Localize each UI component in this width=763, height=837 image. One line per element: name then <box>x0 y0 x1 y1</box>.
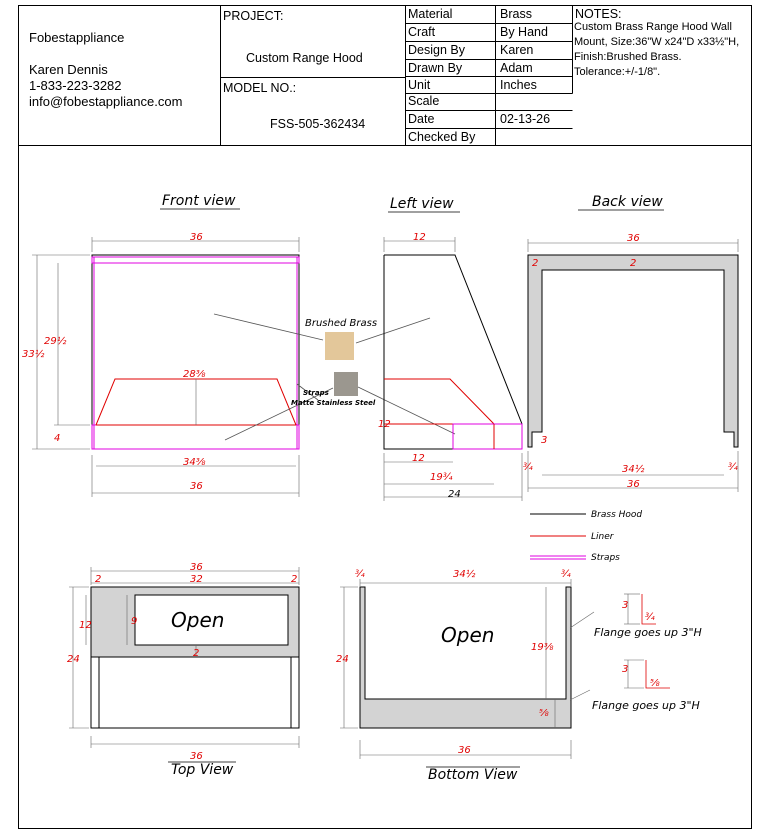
model-label: MODEL NO.: <box>223 81 297 95</box>
dim-back-wall-top: 2 <box>630 258 636 269</box>
spec-label-craft: Craft <box>408 25 436 39</box>
dim-top-back: 2 <box>193 648 199 659</box>
spec-label-drawn: Drawn By <box>408 61 463 75</box>
spec-label-scale: Scale <box>408 94 440 108</box>
spec-value-design: Karen <box>500 43 534 57</box>
dim-top-width: 36 <box>190 562 203 573</box>
front-view-title: Front view <box>162 193 236 209</box>
notes-line-1: Custom Brass Range Hood Wall <box>574 21 732 33</box>
dim-left-strap: 12 <box>378 419 391 430</box>
dim-top-side-l: 2 <box>95 574 101 585</box>
dim-bottom-width: 36 <box>458 745 471 756</box>
dim-flange1-h: 3 <box>622 600 628 611</box>
dim-top-width-bottom: 36 <box>190 751 203 762</box>
front-view: 36 33½ 29½ 28⅜ 4 34⅜ 36 <box>22 232 300 497</box>
dim-top-side-r: 2 <box>291 574 297 585</box>
spec-label-date: Date <box>408 112 435 126</box>
spec-value-unit: Inches <box>500 78 537 92</box>
legend-hood: Brass Hood <box>591 510 642 520</box>
project-label: PROJECT: <box>223 9 284 23</box>
dim-flange2-t: ⅝ <box>650 678 660 689</box>
dim-bottom-depth: 24 <box>336 654 349 665</box>
spec-value-date: 02-13-26 <box>500 112 551 126</box>
brushed-brass-swatch <box>325 332 354 360</box>
callout-matte-steel: Matte Stainless Steel <box>291 399 376 407</box>
bottom-view-title: Bottom View <box>428 767 518 783</box>
dim-flange1-t: ¾ <box>645 612 655 623</box>
dim-back-flange-r: ¾ <box>728 462 738 473</box>
top-view-title: Top View <box>171 762 234 778</box>
dim-front-strap-h: 4 <box>54 433 60 444</box>
spec-label-material: Material <box>408 7 453 21</box>
dim-front-liner-bottom: 34⅜ <box>183 457 206 468</box>
model-value: FSS-505-362434 <box>270 117 366 131</box>
legend-straps: Straps <box>591 553 620 563</box>
dim-front-height-total: 33½ <box>22 348 45 360</box>
company-name: Fobestappliance <box>29 30 125 45</box>
legend: Brass Hood Liner Straps <box>530 510 642 563</box>
spec-value-craft: By Hand <box>500 25 548 39</box>
left-view-title: Left view <box>390 196 454 212</box>
dim-back-width: 36 <box>627 233 640 244</box>
dim-front-height-body: 29½ <box>44 335 67 347</box>
flange-note-2: Flange goes up 3"H <box>592 699 700 712</box>
dim-top-open-h: 9 <box>131 616 137 627</box>
flange-note-1: Flange goes up 3"H <box>594 626 702 639</box>
callout-brushed-brass: Brushed Brass <box>305 318 377 329</box>
dim-left-bottom-liner: 12 <box>412 453 425 464</box>
dim-back-outer: 36 <box>627 479 640 490</box>
contact-phone: 1-833-223-3282 <box>29 78 122 93</box>
back-view-title: Back view <box>592 194 663 210</box>
spec-value-drawn: Adam <box>500 61 533 75</box>
notes-line-4: Tolerance:+/-1/8". <box>574 66 661 78</box>
bottom-open-label: Open <box>441 623 494 647</box>
callout-straps: Straps <box>303 389 329 397</box>
spec-label-unit: Unit <box>408 78 431 92</box>
notes-title: NOTES: <box>575 7 622 21</box>
bottom-view: ¾ 34½ ¾ 24 19⅜ ⅝ 36 Open <box>336 568 572 759</box>
material-swatches <box>213 313 456 441</box>
dim-front-width-bottom: 36 <box>190 481 203 492</box>
project-value: Custom Range Hood <box>246 51 363 65</box>
spec-label-checked: Checked By <box>408 130 476 144</box>
dim-bottom-flange-l: ¾ <box>355 569 365 580</box>
view-titles: Front view Left view Back view Top View … <box>162 193 663 783</box>
back-view: 36 2 2 3 ¾ 34½ ¾ 36 <box>523 233 739 492</box>
top-view: 36 32 2 2 12 9 2 24 36 Open <box>67 562 300 762</box>
dim-back-inner: 34½ <box>622 463 645 475</box>
notes-line-3: Finish:Brushed Brass. <box>574 51 682 63</box>
dim-flange2-h: 3 <box>622 664 628 675</box>
notes-line-2: Mount, Size:36"W x24"D x33½"H, <box>574 36 740 48</box>
spec-value-material: Brass <box>500 7 532 21</box>
dim-front-liner-top: 28⅜ <box>183 369 206 380</box>
dim-top-depth: 24 <box>67 654 80 665</box>
dim-bottom-flange-r: ¾ <box>561 569 571 580</box>
dim-bottom-liner-depth: 19⅜ <box>531 642 554 653</box>
dim-left-depth: 24 <box>448 489 461 500</box>
spec-label-design: Design By <box>408 43 465 57</box>
view-title-underlines <box>160 208 664 768</box>
title-block-grid <box>18 5 752 829</box>
contact-email: info@fobestappliance.com <box>29 94 183 109</box>
left-view: 12 12 12 19¾ 24 <box>378 232 523 501</box>
dim-left-top: 12 <box>413 232 426 243</box>
dim-front-width: 36 <box>190 232 203 243</box>
legend-liner: Liner <box>591 532 615 542</box>
dim-bottom-lip: ⅝ <box>539 708 549 719</box>
dim-back-flange-l: ¾ <box>523 462 533 473</box>
dim-bottom-inner: 34½ <box>453 568 476 580</box>
flange-details: 3 ¾ 3 ⅝ Flange goes up 3"H Flange goes u… <box>569 593 702 712</box>
dim-left-liner-depth: 19¾ <box>430 472 453 483</box>
dim-top-front: 12 <box>79 620 92 631</box>
dim-top-inner: 32 <box>190 574 203 585</box>
steel-swatch <box>334 372 358 396</box>
contact-name: Karen Dennis <box>29 62 108 77</box>
dim-back-wall: 2 <box>532 258 538 269</box>
dim-back-flange: 3 <box>541 435 547 446</box>
top-open-label: Open <box>171 608 224 632</box>
